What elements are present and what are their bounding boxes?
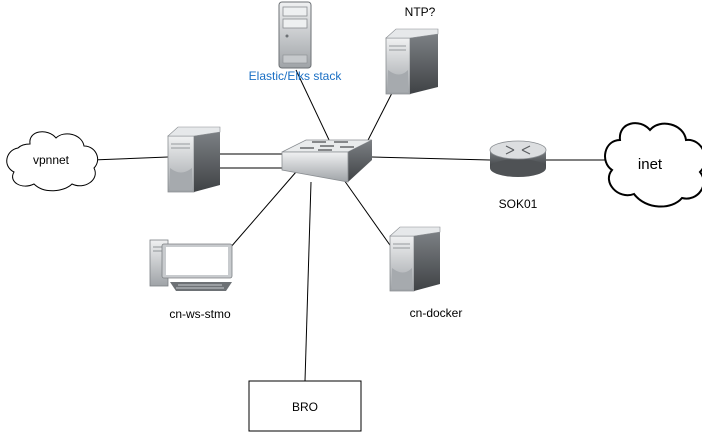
connections bbox=[91, 69, 610, 382]
ntp-label: NTP? bbox=[404, 5, 436, 19]
vpnnet-cloud-icon bbox=[6, 131, 99, 192]
workstation-icon bbox=[149, 239, 233, 291]
docker-server-icon bbox=[389, 226, 441, 292]
inet-label: inet bbox=[637, 156, 663, 173]
vpnnet-label: vpnnet bbox=[32, 153, 70, 167]
elastic-tower-server-icon bbox=[278, 1, 312, 69]
bro-box bbox=[248, 380, 362, 432]
ntp-server-icon bbox=[385, 28, 439, 95]
bro-label: BRO bbox=[291, 400, 319, 414]
link-vpnnet-gateway bbox=[91, 156, 169, 161]
link-switch-workstation bbox=[229, 171, 297, 249]
elastic-stack-label: Elastic/Elks stack bbox=[248, 69, 342, 83]
inet-cloud-icon bbox=[604, 122, 702, 208]
link-elastic-switch bbox=[295, 69, 331, 143]
docker-label: cn-docker bbox=[409, 306, 463, 320]
link-switch-docker bbox=[343, 179, 393, 249]
link-ntp-switch bbox=[363, 92, 393, 149]
gateway-server-icon bbox=[167, 126, 221, 193]
router-icon bbox=[489, 140, 547, 177]
network-switch-icon bbox=[281, 139, 373, 183]
link-switch-bro bbox=[304, 181, 312, 382]
link-switch-router bbox=[371, 156, 491, 161]
workstation-label: cn-ws-stmo bbox=[169, 307, 231, 321]
router-label: SOK01 bbox=[498, 197, 538, 211]
